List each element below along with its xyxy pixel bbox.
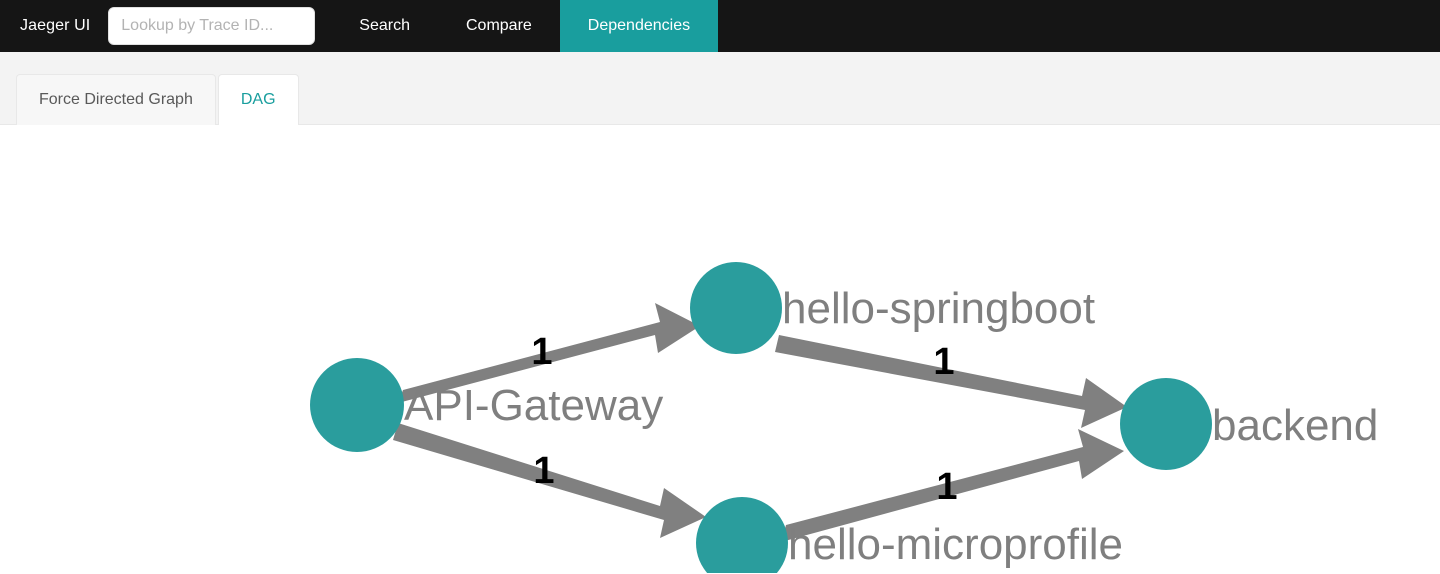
edge-label-hello-springboot-backend: 1 xyxy=(933,341,954,383)
node-circle-hello-microprofile[interactable] xyxy=(696,497,788,573)
node-circle-hello-springboot[interactable] xyxy=(690,262,782,354)
nav-item-dependencies[interactable]: Dependencies xyxy=(559,0,719,52)
node-circle-backend[interactable] xyxy=(1120,378,1212,470)
edge-label-api-gateway-hello-microprofile: 1 xyxy=(533,450,554,492)
tab-dag[interactable]: DAG xyxy=(217,74,299,125)
nav-item-compare[interactable]: Compare xyxy=(465,17,532,34)
dag-svg: API-Gateway hello-springboot hello-micro… xyxy=(310,262,1378,573)
edge-label-hello-microprofile-backend: 1 xyxy=(936,466,957,508)
app-brand[interactable]: Jaeger UI xyxy=(20,17,91,34)
nav-items: Search Compare Dependencies xyxy=(331,0,719,52)
node-label-hello-springboot: hello-springboot xyxy=(782,284,1095,333)
edge-arrow-shape xyxy=(398,303,700,403)
dag-node-labels: API-Gateway hello-springboot hello-micro… xyxy=(404,284,1378,569)
edge-api-gateway-to-hello-microprofile[interactable] xyxy=(393,423,706,538)
edge-hello-springboot-to-backend[interactable] xyxy=(775,335,1127,428)
node-label-backend: backend xyxy=(1212,401,1378,450)
edge-arrow-shape xyxy=(393,423,706,538)
dependency-dag-canvas[interactable]: API-Gateway hello-springboot hello-micro… xyxy=(0,125,1440,573)
edge-hello-microprofile-to-backend[interactable] xyxy=(781,429,1124,542)
node-circle-api-gateway[interactable] xyxy=(310,358,404,452)
edge-arrow-shape xyxy=(781,429,1124,542)
dag-edges xyxy=(393,303,1127,542)
tab-force-directed-graph[interactable]: Force Directed Graph xyxy=(16,74,216,125)
node-label-hello-microprofile: hello-microprofile xyxy=(788,520,1123,569)
dag-nodes xyxy=(310,262,1212,573)
trace-id-search-input[interactable] xyxy=(108,7,316,45)
trace-lookup-container xyxy=(108,0,331,52)
top-navbar: Jaeger UI Search Compare Dependencies xyxy=(0,0,1440,52)
edge-arrow-shape xyxy=(775,335,1127,428)
dag-edge-labels: 1 1 1 1 xyxy=(531,331,957,508)
node-label-api-gateway: API-Gateway xyxy=(404,381,663,430)
edge-label-api-gateway-hello-springboot: 1 xyxy=(531,331,552,373)
nav-item-search[interactable]: Search xyxy=(359,17,410,34)
graph-view-tabs: Force Directed Graph DAG xyxy=(0,52,1440,125)
edge-api-gateway-to-hello-springboot[interactable] xyxy=(398,303,700,403)
